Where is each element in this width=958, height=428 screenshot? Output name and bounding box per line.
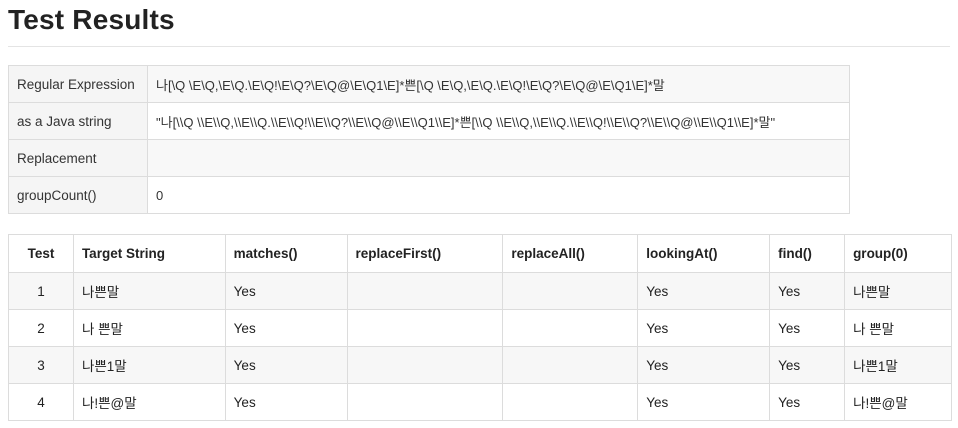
info-label: Regular Expression <box>8 65 148 103</box>
info-row-java-string: as a Java string "나[\\Q \\E\\Q,\\E\\Q.\\… <box>8 102 850 140</box>
info-row-regular-expression: Regular Expression 나[\Q \E\Q,\E\Q.\E\Q!\… <box>8 65 850 103</box>
find-cell: Yes <box>769 309 846 347</box>
title-divider <box>8 46 950 47</box>
info-label: Replacement <box>8 139 148 177</box>
column-header-target-string: Target String <box>72 234 226 273</box>
column-header-matches: matches() <box>224 234 348 273</box>
group-0-cell: 나!쁜@말 <box>844 383 952 421</box>
table-row: 3 나쁜1말 Yes Yes Yes 나쁜1말 <box>8 346 952 384</box>
looking-at-cell: Yes <box>637 272 771 310</box>
replace-first-cell <box>346 309 504 347</box>
target-string-cell: 나 쁜말 <box>72 309 226 347</box>
page-title: Test Results <box>8 4 175 35</box>
regex-info-table: Regular Expression 나[\Q \E\Q,\E\Q.\E\Q!\… <box>8 65 850 214</box>
find-cell: Yes <box>769 346 846 384</box>
column-header-test: Test <box>8 234 74 273</box>
matches-cell: Yes <box>224 383 348 421</box>
column-header-looking-at: lookingAt() <box>637 234 771 273</box>
target-string-cell: 나쁜말 <box>72 272 226 310</box>
group-0-cell: 나쁜1말 <box>844 346 952 384</box>
column-header-find: find() <box>769 234 846 273</box>
test-number-cell: 2 <box>8 309 74 347</box>
info-label: groupCount() <box>8 176 148 214</box>
group-count-value: 0 <box>147 176 850 214</box>
matches-cell: Yes <box>224 309 348 347</box>
replace-all-cell <box>502 346 639 384</box>
regular-expression-value: 나[\Q \E\Q,\E\Q.\E\Q!\E\Q?\E\Q@\E\Q1\E]*쁜… <box>147 65 850 103</box>
table-row: 4 나!쁜@말 Yes Yes Yes 나!쁜@말 <box>8 383 952 421</box>
java-string-value: "나[\\Q \\E\\Q,\\E\\Q.\\E\\Q!\\E\\Q?\\E\\… <box>147 102 850 140</box>
test-number-cell: 1 <box>8 272 74 310</box>
matches-cell: Yes <box>224 272 348 310</box>
replace-first-cell <box>346 272 504 310</box>
table-header-row: Test Target String matches() replaceFirs… <box>8 234 952 273</box>
find-cell: Yes <box>769 272 846 310</box>
table-row: 1 나쁜말 Yes Yes Yes 나쁜말 <box>8 272 952 310</box>
column-header-group-0: group(0) <box>844 234 952 273</box>
replace-first-cell <box>346 346 504 384</box>
group-0-cell: 나쁜말 <box>844 272 952 310</box>
column-header-replace-all: replaceAll() <box>502 234 639 273</box>
info-row-replacement: Replacement <box>8 139 850 177</box>
replace-all-cell <box>502 309 639 347</box>
replace-first-cell <box>346 383 504 421</box>
column-header-replace-first: replaceFirst() <box>346 234 504 273</box>
replace-all-cell <box>502 383 639 421</box>
info-label: as a Java string <box>8 102 148 140</box>
looking-at-cell: Yes <box>637 383 771 421</box>
looking-at-cell: Yes <box>637 309 771 347</box>
target-string-cell: 나!쁜@말 <box>72 383 226 421</box>
looking-at-cell: Yes <box>637 346 771 384</box>
test-results-table: Test Target String matches() replaceFirs… <box>8 234 952 421</box>
target-string-cell: 나쁜1말 <box>72 346 226 384</box>
matches-cell: Yes <box>224 346 348 384</box>
group-0-cell: 나 쁜말 <box>844 309 952 347</box>
info-row-group-count: groupCount() 0 <box>8 176 850 214</box>
table-row: 2 나 쁜말 Yes Yes Yes 나 쁜말 <box>8 309 952 347</box>
find-cell: Yes <box>769 383 846 421</box>
replacement-value <box>147 139 850 177</box>
test-number-cell: 3 <box>8 346 74 384</box>
replace-all-cell <box>502 272 639 310</box>
test-number-cell: 4 <box>8 383 74 421</box>
